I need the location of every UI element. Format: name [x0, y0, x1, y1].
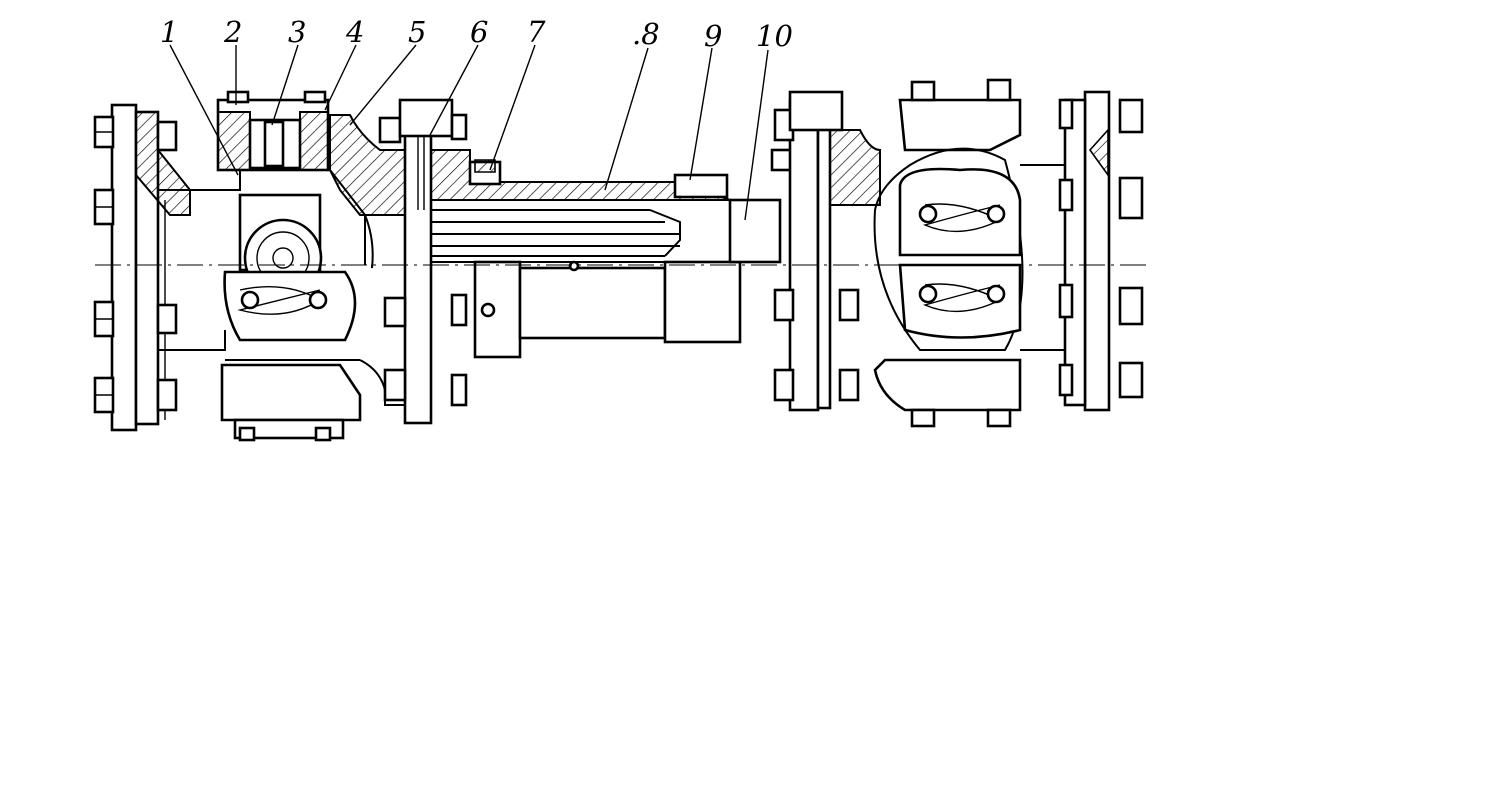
- callout-6: 6: [470, 15, 488, 49]
- callout-labels: 1 2 3 4 5 6 7 .8 9 10: [160, 15, 793, 53]
- callout-10: 10: [756, 19, 793, 53]
- callout-7: 7: [527, 15, 546, 49]
- left-yoke-hub: [225, 114, 410, 406]
- callout-3: 3: [288, 15, 306, 49]
- callout-2: 2: [223, 15, 242, 49]
- left-flange-bolts: [93, 115, 178, 414]
- right-universal-joint: [873, 78, 1080, 428]
- right-end-flange: [1058, 90, 1144, 412]
- left-universal-joint: [158, 90, 366, 442]
- callout-8: .8: [632, 17, 660, 51]
- left-end-flange: [110, 103, 191, 432]
- callout-5: 5: [408, 15, 426, 49]
- callout-4: 4: [345, 15, 364, 49]
- spline-sleeve: [430, 149, 742, 359]
- callout-1: 1: [160, 15, 178, 49]
- shaft-stub: [728, 148, 794, 264]
- top-bearing-cap-section: [217, 111, 251, 171]
- leader-lines: [169, 44, 769, 221]
- callout-9: 9: [704, 19, 722, 53]
- right-middle-flange: [773, 90, 881, 412]
- top-lug-section: [299, 111, 329, 171]
